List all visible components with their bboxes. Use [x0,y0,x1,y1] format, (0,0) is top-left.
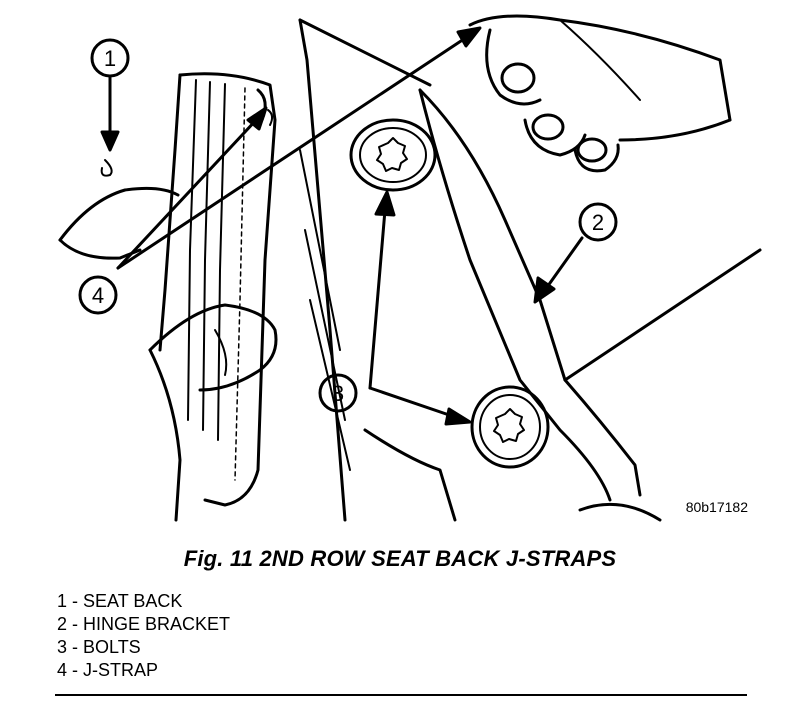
callout-1-number: 1 [104,46,116,71]
figure-caption: Fig. 11 2ND ROW SEAT BACK J-STRAPS [183,546,617,571]
callout-2: 2 [533,202,618,304]
legend-item-seat-back: 1 - SEAT BACK [57,591,183,611]
bottom-rule [55,694,747,696]
callout-2-number: 2 [592,210,604,235]
callout-4: 4 [78,26,482,315]
left-hand [58,159,278,522]
callout-1: 1 [90,38,130,152]
seat-back-illustration: 1 2 3 4 80b17182 [58,14,762,522]
legend-item-bolts: 3 - BOLTS [57,637,141,657]
bolt-upper [349,118,437,192]
callout-3: 3 [318,190,472,426]
legend-item-j-strap: 4 - J-STRAP [57,660,159,680]
bolt-lower [470,385,550,469]
hinge-bracket [418,88,762,522]
image-code: 80b17182 [686,499,749,515]
callout-3-number: 3 [332,381,344,406]
legend-list: 1 - SEAT BACK 2 - HINGE BRACKET 3 - BOLT… [57,590,230,682]
seat-back-panel [298,18,457,522]
callout-4-number: 4 [92,283,104,308]
legend-item-hinge-bracket: 2 - HINGE BRACKET [57,614,231,634]
upper-hand [468,14,732,173]
